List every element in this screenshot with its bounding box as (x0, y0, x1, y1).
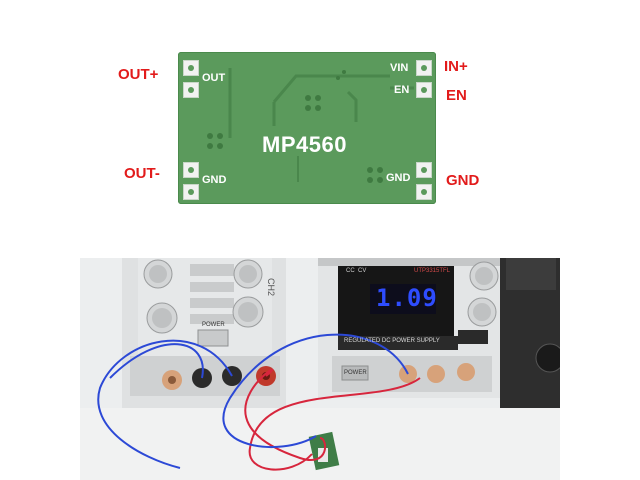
pad-out-bottom (183, 82, 199, 98)
in-plus-label: IN+ (444, 58, 468, 75)
right-power-label: POWER (344, 370, 367, 376)
out-minus-label: OUT- (124, 165, 160, 182)
pad-out-top (183, 60, 199, 76)
en-label: EN (446, 87, 467, 104)
panel-label: REGULATED DC POWER SUPPLY (344, 338, 440, 344)
silk-vin: VIN (390, 62, 409, 74)
chip-label: MP4560 (262, 132, 347, 157)
bench-scene (80, 258, 560, 480)
left-power-label: POWER (202, 322, 225, 328)
voltage-display: 1.09 (376, 284, 438, 312)
silk-out: OUT (202, 72, 226, 84)
pcb-board: OUT GND VIN EN GND MP4560 (178, 52, 436, 204)
pad-gnd-left-top (183, 162, 199, 178)
test-photo: CH2 POWER CC CV UTP3315TFL 1.09 REGULATE… (80, 258, 560, 480)
pcb-traces (207, 68, 414, 183)
model-label: UTP3315TFL (414, 268, 451, 274)
pad-gnd-right-top (416, 162, 432, 178)
out-plus-label: OUT+ (118, 66, 159, 83)
right-indicator-label: CC CV (346, 268, 367, 274)
left-channel-label: CH2 (266, 278, 276, 297)
pad-gnd-left-bottom (183, 184, 199, 200)
silk-gnd-left: GND (202, 174, 227, 186)
silk-gnd-right: GND (386, 172, 411, 184)
pad-gnd-right-bottom (416, 184, 432, 200)
pad-en (416, 82, 432, 98)
gnd-label: GND (446, 172, 480, 189)
pad-vin (416, 60, 432, 76)
silk-en: EN (394, 84, 410, 96)
pinout-diagram: OUT+ OUT- IN+ EN GND (0, 0, 640, 230)
